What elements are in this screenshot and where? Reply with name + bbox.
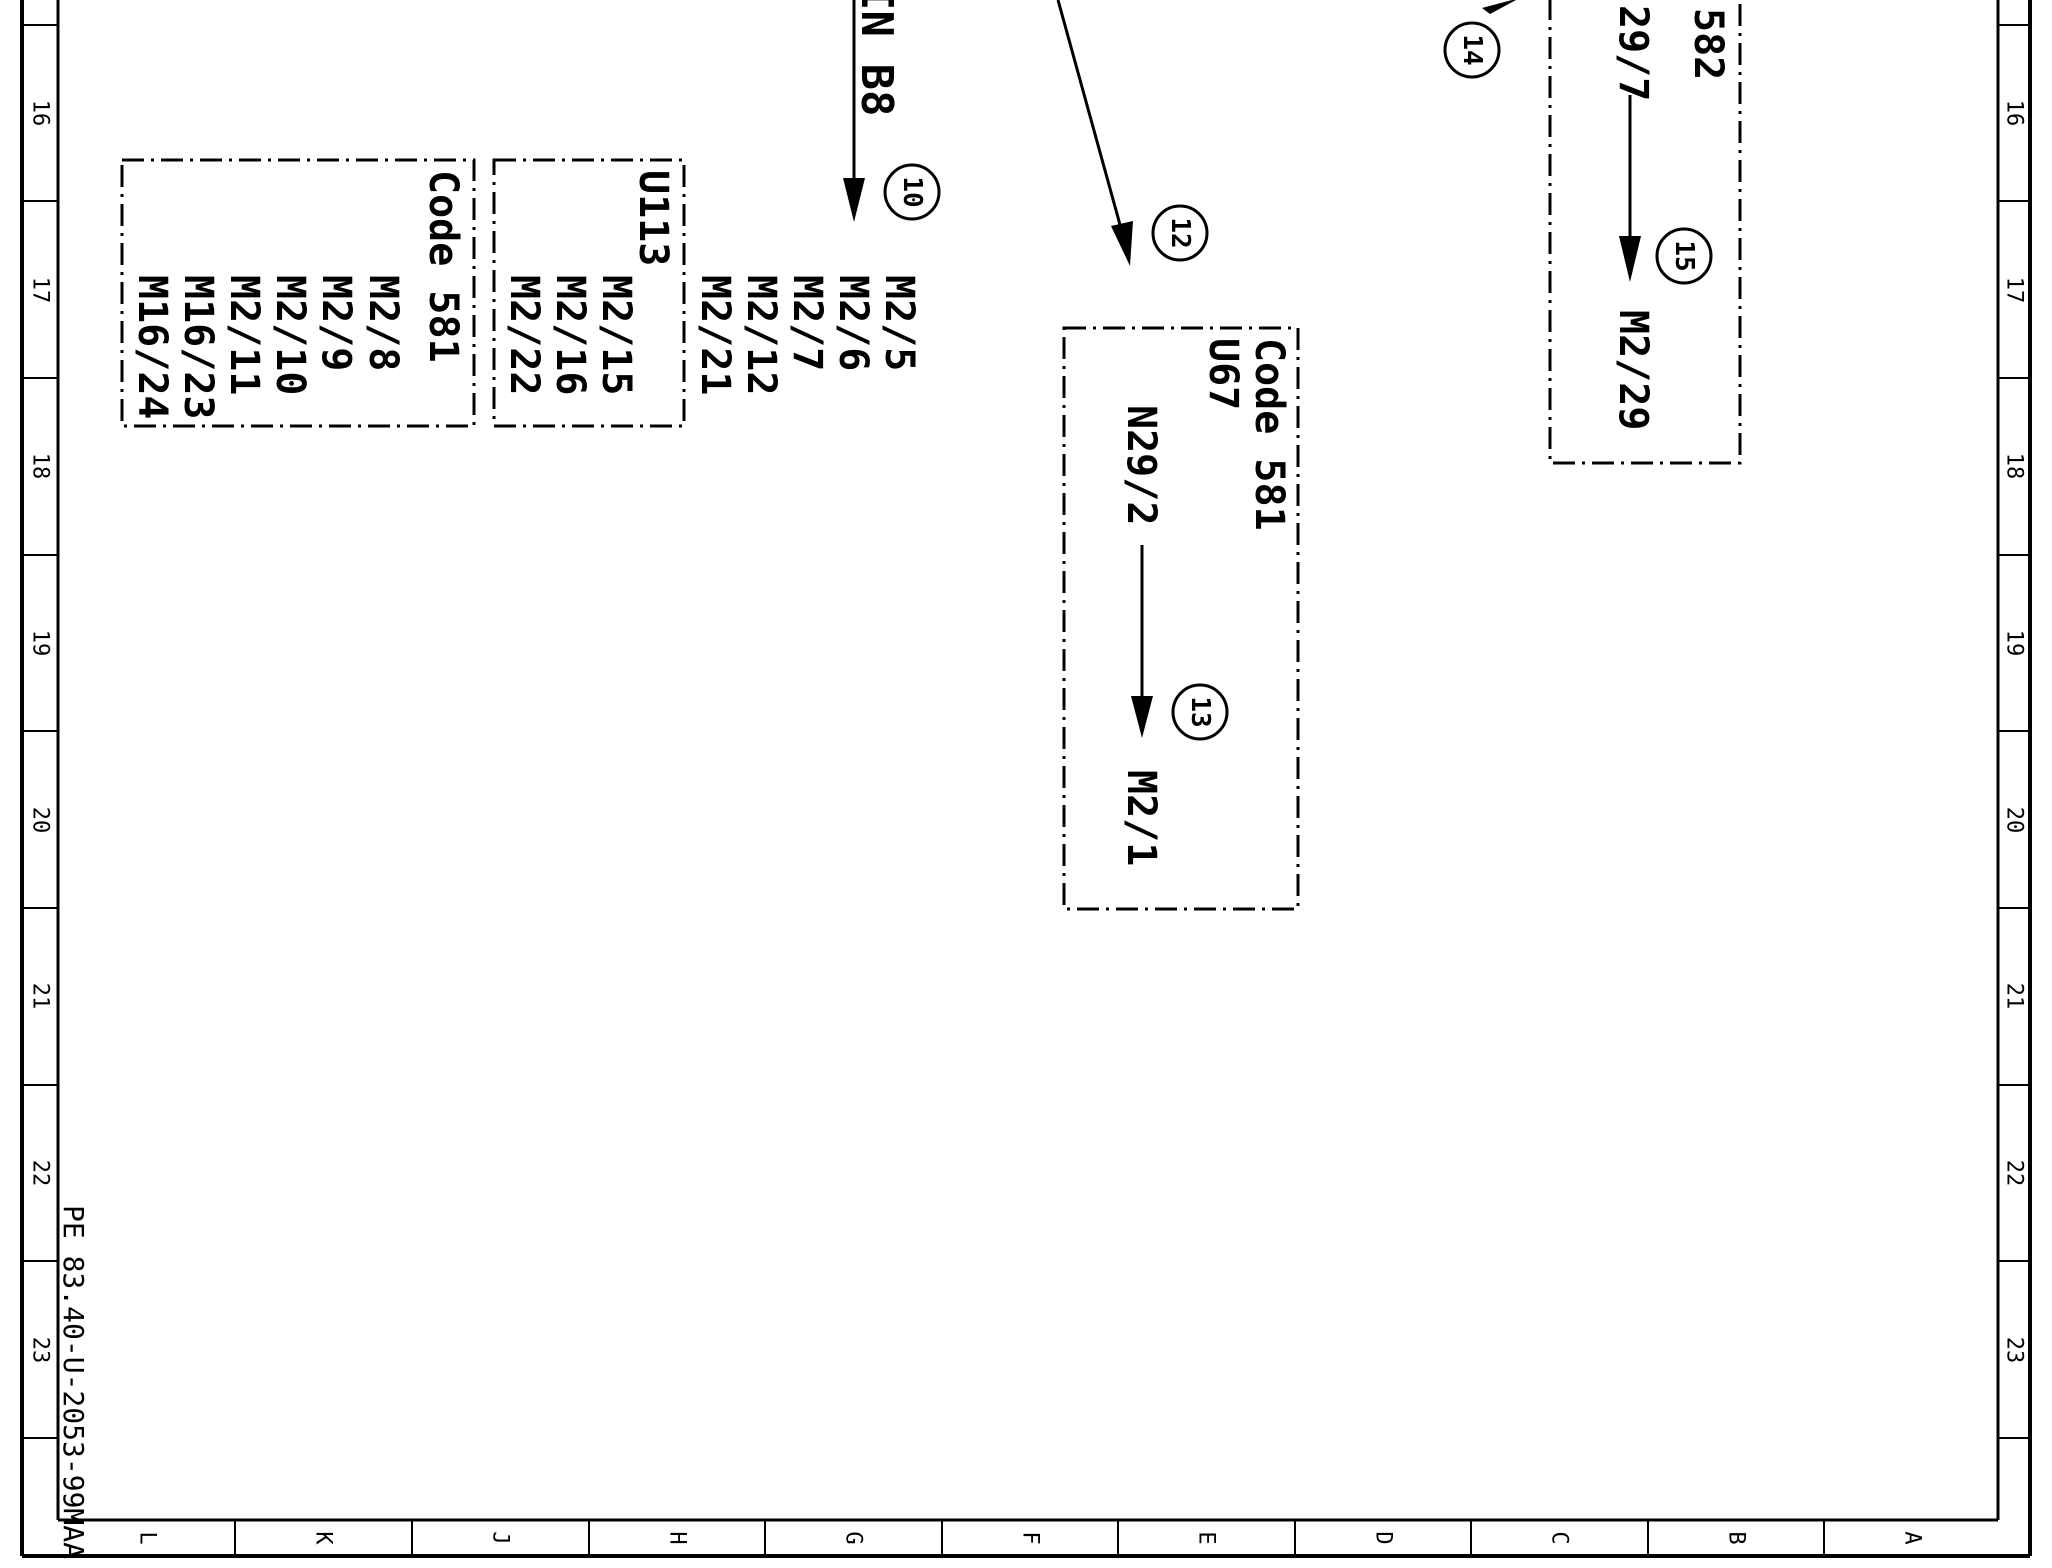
drawing-number: PE 83.40-U-2053-99MAA	[57, 1205, 90, 1559]
callout-10: 10	[883, 163, 941, 221]
connector-m2-5: M2/5	[876, 275, 922, 371]
row-number-17: 17	[2002, 277, 2027, 304]
row-number-16: 16	[2002, 100, 2027, 127]
row-number-19: 19	[28, 630, 53, 657]
connector-m2-15: M2/15	[593, 275, 639, 395]
box-code-581-u67-title: Code 581	[1246, 338, 1292, 531]
top-label: IN B8	[851, 0, 902, 116]
connector-m2-8: M2/8	[360, 275, 406, 371]
drawing-frame	[20, 0, 2032, 1558]
connector-m2-7: M2/7	[784, 275, 830, 371]
callout-15: 15	[1655, 227, 1713, 285]
connector-n29-2: N29/2	[1118, 405, 1164, 525]
callout-12-label: 12	[1165, 217, 1195, 248]
row-number-20: 20	[28, 807, 53, 834]
column-letter-k: K	[311, 1531, 336, 1545]
box-code-582: 582 29/7 M2/29	[1548, 0, 1742, 465]
row-number-19: 19	[2002, 630, 2027, 657]
callout-12: 12	[1151, 204, 1209, 262]
row-number-21: 21	[28, 983, 53, 1010]
column-letter-g: G	[841, 1531, 866, 1544]
row-numbers-left: 16 17 18 19 20 21 22 23	[28, 100, 53, 1364]
connector-m2-22: M2/22	[501, 275, 547, 395]
connector-m16-23: M16/23	[175, 275, 221, 420]
column-letter-f: F	[1018, 1531, 1043, 1544]
column-ticks	[234, 1520, 1825, 1556]
row-number-16: 16	[28, 100, 53, 127]
callout-15-label: 15	[1669, 240, 1699, 271]
row-number-22: 22	[2002, 1160, 2027, 1187]
arrow-down-n29-to-m2-1	[1131, 696, 1153, 738]
connector-m16-24: M16/24	[129, 275, 175, 420]
connector-m2-11: M2/11	[221, 275, 267, 395]
connector-m2-21: M2/21	[692, 275, 738, 395]
connector-m2-10: M2/10	[267, 275, 313, 395]
arrow-down-g	[843, 0, 865, 222]
box-code-581-u67: Code 581 U67 N29/2 M2/1	[1062, 326, 1300, 911]
callout-13: 13	[1171, 683, 1229, 741]
box-u113: U113 M2/15 M2/16 M2/22	[492, 158, 686, 428]
arrow-fragment	[1482, 0, 1516, 14]
row-number-21: 21	[2002, 983, 2027, 1010]
box-code-582-title: 582	[1685, 8, 1731, 80]
row-ticks-left	[22, 24, 58, 1439]
row-number-23: 23	[2002, 1337, 2027, 1364]
row-number-18: 18	[2002, 453, 2027, 480]
row-number-18: 18	[28, 453, 53, 480]
column-letter-j: J	[488, 1531, 513, 1544]
callout-13-label: 13	[1185, 696, 1215, 727]
column-letter-b: B	[1724, 1531, 1749, 1544]
row-number-17: 17	[28, 277, 53, 304]
row-number-20: 20	[2002, 807, 2027, 834]
loose-connector-list: M2/5 M2/6 M2/7 M2/12 M2/21	[692, 275, 922, 395]
column-letter-a: A	[1900, 1531, 1925, 1544]
row-numbers-right: 16 17 18 19 20 21 22 23	[2002, 100, 2027, 1364]
arrow-diagonal	[1056, 0, 1133, 266]
column-letter-h: H	[665, 1531, 690, 1544]
row-number-23: 23	[28, 1337, 53, 1364]
callout-10-label: 10	[897, 176, 927, 207]
box-code-581-u67-subtitle: U67	[1200, 338, 1246, 410]
row-ticks-right	[1998, 24, 2030, 1439]
column-letter-l: L	[135, 1531, 160, 1544]
box-code-581-left-title: Code 581	[420, 170, 466, 363]
box-code-581-left: Code 581 M2/8 M2/9 M2/10 M2/11 M16/23 M1…	[120, 158, 476, 428]
arrow-down-29-7-to-m2-29	[1619, 236, 1641, 282]
column-letters: L K J H G F E D C B A	[135, 1531, 1925, 1545]
callout-14-label: 14	[1457, 34, 1487, 65]
connector-m2-9: M2/9	[313, 275, 359, 371]
column-letter-c: C	[1547, 1531, 1572, 1544]
row-number-22: 22	[28, 1160, 53, 1187]
connector-m2-16: M2/16	[547, 275, 593, 395]
callout-14: 14	[1443, 21, 1501, 79]
box-u113-title: U113	[630, 170, 676, 266]
connector-29-7: 29/7	[1610, 5, 1656, 101]
connector-m2-12: M2/12	[738, 275, 784, 395]
column-letter-e: E	[1194, 1531, 1219, 1544]
connector-m2-6: M2/6	[830, 275, 876, 371]
column-letter-d: D	[1371, 1531, 1396, 1544]
connector-m2-29: M2/29	[1610, 310, 1656, 430]
connector-m2-1: M2/1	[1118, 770, 1164, 866]
